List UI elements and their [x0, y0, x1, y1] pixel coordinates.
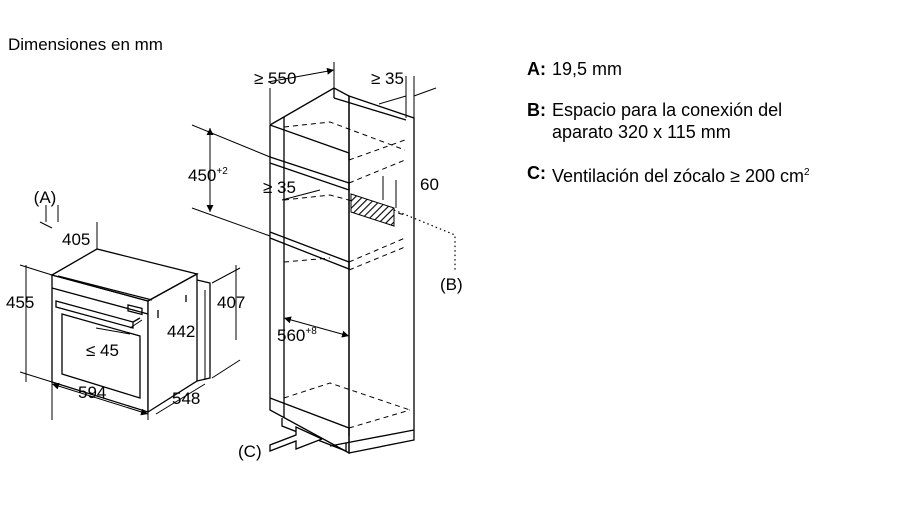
- dim-cabinet-back-gap: ≥ 35: [371, 69, 404, 88]
- dim-oven-height-side: 407: [217, 293, 245, 312]
- dim-niche-width: 560+8: [277, 326, 317, 345]
- legend-key: C:: [527, 163, 546, 183]
- cabinet-drawing: [269, 87, 415, 455]
- legend-text: 19,5 mm: [552, 59, 623, 79]
- dim-niche-height: 450+2: [188, 166, 228, 185]
- cabinet-dashed-lines: [283, 121, 411, 429]
- leader-b: [393, 209, 456, 270]
- legend-item-a: A: 19,5 mm: [527, 58, 887, 80]
- marker-a: (A): [34, 188, 57, 207]
- oven-dimension-lines: [19, 205, 241, 420]
- dim-side-60: 60: [420, 175, 439, 194]
- dim-cabinet-depth: ≥ 550: [254, 69, 296, 88]
- legend-key: B:: [527, 100, 546, 120]
- dim-oven-height-total: 455: [6, 293, 34, 312]
- dim-oven-handle-gap: ≤ 45: [86, 341, 119, 360]
- diagram-title: Dimensiones en mm: [8, 35, 163, 54]
- legend-item-b: B: Espacio para la conexión del aparato …: [527, 99, 887, 143]
- legend-item-c: C: Ventilación del zócalo ≥ 200 cm2: [527, 162, 887, 187]
- legend-key: A:: [527, 59, 546, 79]
- ventilation-arrow-c: [269, 425, 324, 452]
- dim-oven-top-width: 405: [62, 230, 90, 249]
- legend-sup: 2: [804, 167, 810, 178]
- dim-oven-depth: 548: [172, 389, 200, 408]
- marker-b: (B): [440, 275, 463, 294]
- connection-area-b: [350, 193, 395, 227]
- legend-text: Espacio para la conexión del aparato 320…: [552, 100, 783, 142]
- dim-oven-width-front: 594: [78, 383, 106, 402]
- marker-c: (C): [238, 442, 262, 461]
- legend: A: 19,5 mm B: Espacio para la conexión d…: [527, 58, 887, 206]
- legend-text: Ventilación del zócalo ≥ 200 cm2: [552, 166, 810, 186]
- oven-drawing: [50, 248, 211, 414]
- dim-shelf-gap: ≥ 35: [263, 178, 296, 197]
- cabinet-dimension-lines: [191, 62, 437, 338]
- dim-oven-height-body: 442: [167, 322, 195, 341]
